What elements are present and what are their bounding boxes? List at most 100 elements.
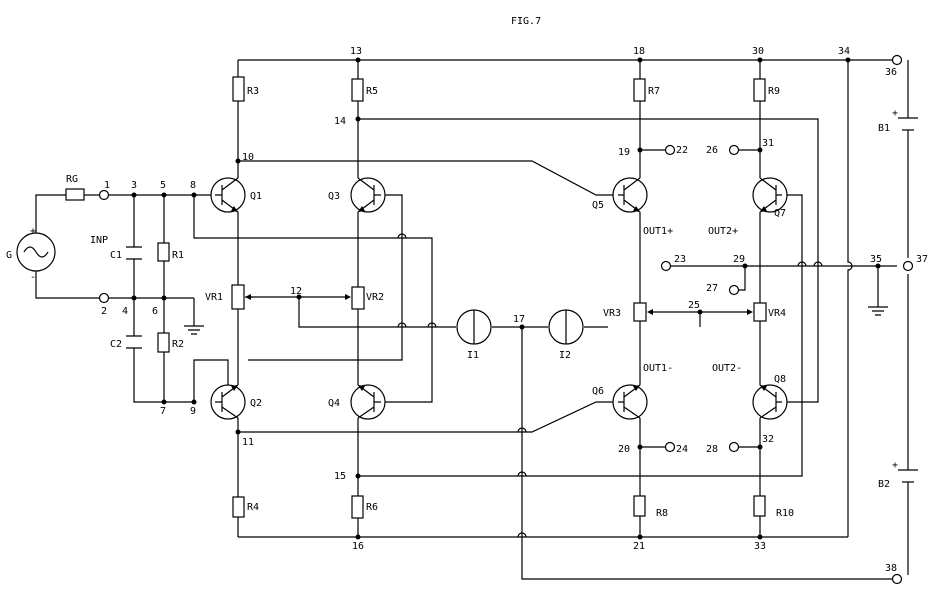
figure-title: FIG.7 — [511, 16, 541, 27]
node-12: 12 — [290, 286, 302, 297]
label-q3: Q3 — [328, 191, 340, 202]
node-35: 35 — [870, 254, 882, 265]
resistor-r4 — [232, 496, 245, 518]
wires — [35, 59, 909, 580]
label-source-plus: + — [30, 226, 36, 237]
node-29: 29 — [733, 254, 745, 265]
node-25: 25 — [688, 300, 700, 311]
current-source-i1 — [456, 309, 492, 345]
node-21: 21 — [633, 541, 645, 552]
label-c2: C2 — [110, 339, 122, 350]
label-b2-plus: + — [892, 460, 898, 471]
node-36: 36 — [885, 67, 897, 78]
junction-dots — [131, 57, 881, 540]
node-15: 15 — [334, 471, 346, 482]
resistor-r1 — [157, 242, 170, 262]
node-8: 8 — [190, 180, 196, 191]
capacitor-c1 — [126, 246, 142, 260]
node-31: 31 — [762, 138, 774, 149]
label-i1: I1 — [467, 350, 479, 361]
label-i2: I2 — [559, 350, 571, 361]
ground-icon — [868, 306, 888, 316]
label-r2: R2 — [172, 339, 184, 350]
node-26: 26 — [706, 145, 718, 156]
label-r10: R10 — [776, 508, 794, 519]
node-10: 10 — [242, 152, 254, 163]
label-inp: INP — [90, 235, 108, 246]
npn-transistor-icon — [612, 177, 648, 213]
npn-transistor-icon — [350, 177, 386, 213]
node-labels: 1 2 3 4 5 6 7 8 9 10 11 12 13 14 15 16 1… — [101, 46, 928, 574]
vr2 — [345, 286, 365, 310]
node-13: 13 — [350, 46, 362, 57]
label-out2-plus: OUT2+ — [708, 226, 738, 237]
node-14: 14 — [334, 116, 346, 127]
label-r1: R1 — [172, 250, 184, 261]
node-4: 4 — [122, 306, 128, 317]
label-q1: Q1 — [250, 191, 262, 202]
label-r3: R3 — [247, 86, 259, 97]
node-23: 23 — [674, 254, 686, 265]
capacitor-c2 — [126, 335, 142, 349]
vr3 — [633, 302, 653, 322]
label-r6: R6 — [366, 502, 378, 513]
label-out2-minus: OUT2- — [712, 363, 742, 374]
label-q2: Q2 — [250, 398, 262, 409]
resistor-r9 — [753, 78, 766, 102]
label-q6: Q6 — [592, 386, 604, 397]
battery-icon — [898, 117, 918, 131]
label-vr4: VR4 — [768, 308, 786, 319]
vr4 — [747, 302, 767, 322]
node-6: 6 — [152, 306, 158, 317]
label-b1: B1 — [878, 123, 890, 134]
ground-icon — [184, 325, 204, 335]
node-20: 20 — [618, 444, 630, 455]
label-r9: R9 — [768, 86, 780, 97]
node-34: 34 — [838, 46, 850, 57]
label-out1-plus: OUT1+ — [643, 226, 673, 237]
resistor-r8 — [633, 495, 646, 517]
label-r5: R5 — [366, 86, 378, 97]
node-32: 32 — [762, 434, 774, 445]
npn-transistor-icon — [210, 384, 246, 420]
label-q8: Q8 — [774, 374, 786, 385]
current-source-i2 — [548, 309, 584, 345]
component-labels: RG R1 R2 R3 R4 R5 R6 R7 R8 R9 R10 C1 C2 … — [66, 86, 890, 519]
resistor-rg — [65, 188, 85, 201]
npn-transistor-icon — [612, 384, 648, 420]
resistor-r7 — [633, 78, 646, 102]
node-5: 5 — [160, 180, 166, 191]
node-18: 18 — [633, 46, 645, 57]
label-c1: C1 — [110, 250, 122, 261]
label-b2: B2 — [878, 479, 890, 490]
vr1 — [231, 284, 253, 310]
label-r8: R8 — [656, 508, 668, 519]
resistor-r5 — [351, 78, 364, 102]
label-rg: RG — [66, 174, 78, 185]
npn-transistor-icon — [210, 177, 246, 213]
label-source-minus: - — [30, 272, 36, 283]
node-37: 37 — [916, 254, 928, 265]
label-vr2: VR2 — [366, 292, 384, 303]
resistor-r2 — [157, 332, 170, 353]
npn-transistor-icon — [752, 177, 788, 213]
npn-transistor-icon — [752, 384, 788, 420]
node-2: 2 — [101, 306, 107, 317]
wire-crossings — [397, 233, 823, 538]
label-out1-minus: OUT1- — [643, 363, 673, 374]
label-g: G — [6, 250, 12, 261]
node-27: 27 — [706, 283, 718, 294]
resistor-r3 — [232, 76, 245, 102]
node-1: 1 — [104, 180, 110, 191]
node-17: 17 — [513, 314, 525, 325]
node-30: 30 — [752, 46, 764, 57]
resistor-r10 — [753, 495, 766, 517]
resistor-r6 — [351, 495, 364, 519]
label-q5: Q5 — [592, 200, 604, 211]
label-vr1: VR1 — [205, 292, 223, 303]
label-r4: R4 — [247, 502, 259, 513]
npn-transistor-icon — [350, 384, 386, 420]
terminals — [98, 54, 914, 585]
node-28: 28 — [706, 444, 718, 455]
